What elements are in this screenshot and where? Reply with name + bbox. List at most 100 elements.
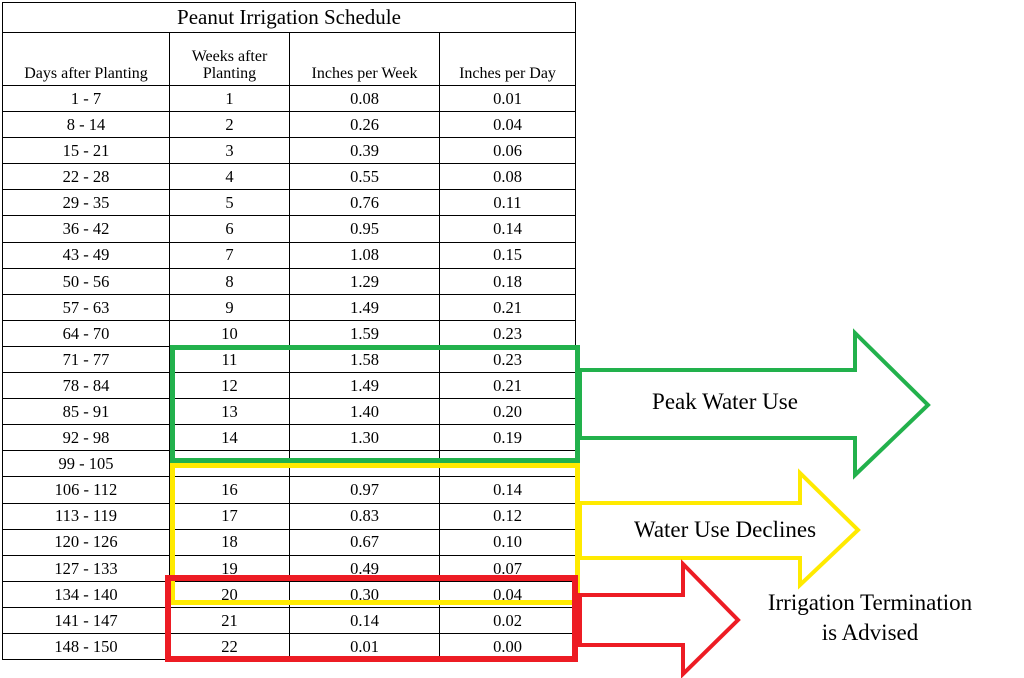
cell-days: 113 - 119: [2, 502, 170, 530]
cell-inches-week: 1.49: [289, 293, 440, 321]
cell-week: 9: [169, 293, 290, 321]
cell-days: 1 - 7: [2, 84, 170, 113]
cell-inches-week: 0.95: [289, 215, 440, 243]
cell-inches-week: 0.76: [289, 189, 440, 217]
cell-week: 14: [169, 424, 290, 452]
cell-week: 5: [169, 189, 290, 217]
header-inches-day: Inches per Day: [439, 32, 576, 86]
header-weeks: Weeks after Planting: [169, 32, 290, 86]
cell-inches-week: 0.55: [289, 163, 440, 191]
cell-inches-day: 0.14: [439, 476, 576, 504]
termination-arrow: [578, 559, 741, 678]
cell-days: 64 - 70: [2, 319, 170, 347]
header-weeks-line1: Weeks after: [191, 48, 268, 66]
cell-week: 7: [169, 241, 290, 269]
cell-inches-day: 0.00: [439, 632, 576, 661]
cell-inches-week: 1.40: [289, 398, 440, 426]
cell-days: 71 - 77: [2, 345, 170, 374]
cell-inches-day: 0.06: [439, 137, 576, 165]
cell-week: 1: [169, 84, 290, 113]
cell-inches-day: 0.04: [439, 111, 576, 139]
cell-week: 13: [169, 398, 290, 426]
cell-inches-day: 0.21: [439, 293, 576, 321]
cell-inches-day: 0.23: [439, 319, 576, 347]
termination-label-line1: Irrigation Termination: [767, 590, 973, 615]
irrigation-termination-highlight: [165, 575, 578, 662]
cell-inches-day: 0.08: [439, 163, 576, 191]
cell-inches-day: 0.18: [439, 267, 576, 295]
peak-water-use-highlight: [170, 345, 580, 463]
header-days: Days after Planting: [2, 32, 170, 86]
cell-days: 43 - 49: [2, 241, 170, 269]
cell-days: 120 - 126: [2, 528, 170, 556]
cell-days: 8 - 14: [2, 111, 170, 139]
cell-week: 10: [169, 319, 290, 347]
cell-inches-day: 0.15: [439, 241, 576, 269]
header-inches-week: Inches per Week: [289, 32, 440, 86]
cell-days: 99 - 105: [2, 450, 170, 478]
cell-inches-week: 0.26: [289, 111, 440, 139]
cell-inches-week: 0.39: [289, 137, 440, 165]
table-title: Peanut Irrigation Schedule: [2, 2, 576, 33]
cell-inches-day: 0.14: [439, 215, 576, 243]
cell-days: 36 - 42: [2, 215, 170, 243]
water-use-declines-label: Water Use Declines: [633, 517, 817, 542]
cell-inches-day: 0.11: [439, 189, 576, 217]
cell-week: 3: [169, 137, 290, 165]
cell-days: 29 - 35: [2, 189, 170, 217]
header-weeks-line2: Planting: [202, 65, 257, 83]
cell-days: 127 - 133: [2, 554, 170, 582]
cell-week: 2: [169, 111, 290, 139]
cell-inches-week: 1.30: [289, 424, 440, 452]
cell-days: 134 - 140: [2, 580, 170, 608]
cell-inches-day: 0.20: [439, 398, 576, 426]
cell-days: 141 - 147: [2, 606, 170, 634]
cell-days: 22 - 28: [2, 163, 170, 191]
cell-days: 57 - 63: [2, 293, 170, 321]
cell-week: 17: [169, 502, 290, 530]
cell-inches-day: 0.01: [439, 84, 576, 113]
irrigation-schedule-table: Peanut Irrigation Schedule Days after Pl…: [2, 2, 576, 661]
cell-inches-week: 0.01: [289, 632, 440, 661]
cell-days: 148 - 150: [2, 632, 170, 661]
cell-inches-day: 0.10: [439, 528, 576, 556]
cell-days: 92 - 98: [2, 424, 170, 452]
cell-days: 106 - 112: [2, 476, 170, 504]
peak-water-use-label: Peak Water Use: [652, 389, 798, 414]
cell-week: 21: [169, 606, 290, 634]
cell-days: 50 - 56: [2, 267, 170, 295]
irrigation-termination-label: Irrigation Termination is Advised: [720, 588, 1020, 648]
cell-inches-day: 0.21: [439, 372, 576, 400]
cell-inches-week: 1.29: [289, 267, 440, 295]
cell-week: 6: [169, 215, 290, 243]
cell-inches-week: 0.08: [289, 84, 440, 113]
cell-inches-week: 0.97: [289, 476, 440, 504]
cell-days: 15 - 21: [2, 137, 170, 165]
cell-days: 78 - 84: [2, 372, 170, 400]
cell-days: 85 - 91: [2, 398, 170, 426]
cell-inches-week: 0.83: [289, 502, 440, 530]
cell-week: 4: [169, 163, 290, 191]
cell-inches-week: 1.08: [289, 241, 440, 269]
termination-label-line2: is Advised: [821, 619, 919, 645]
water-use-declines-highlight: [170, 463, 580, 605]
